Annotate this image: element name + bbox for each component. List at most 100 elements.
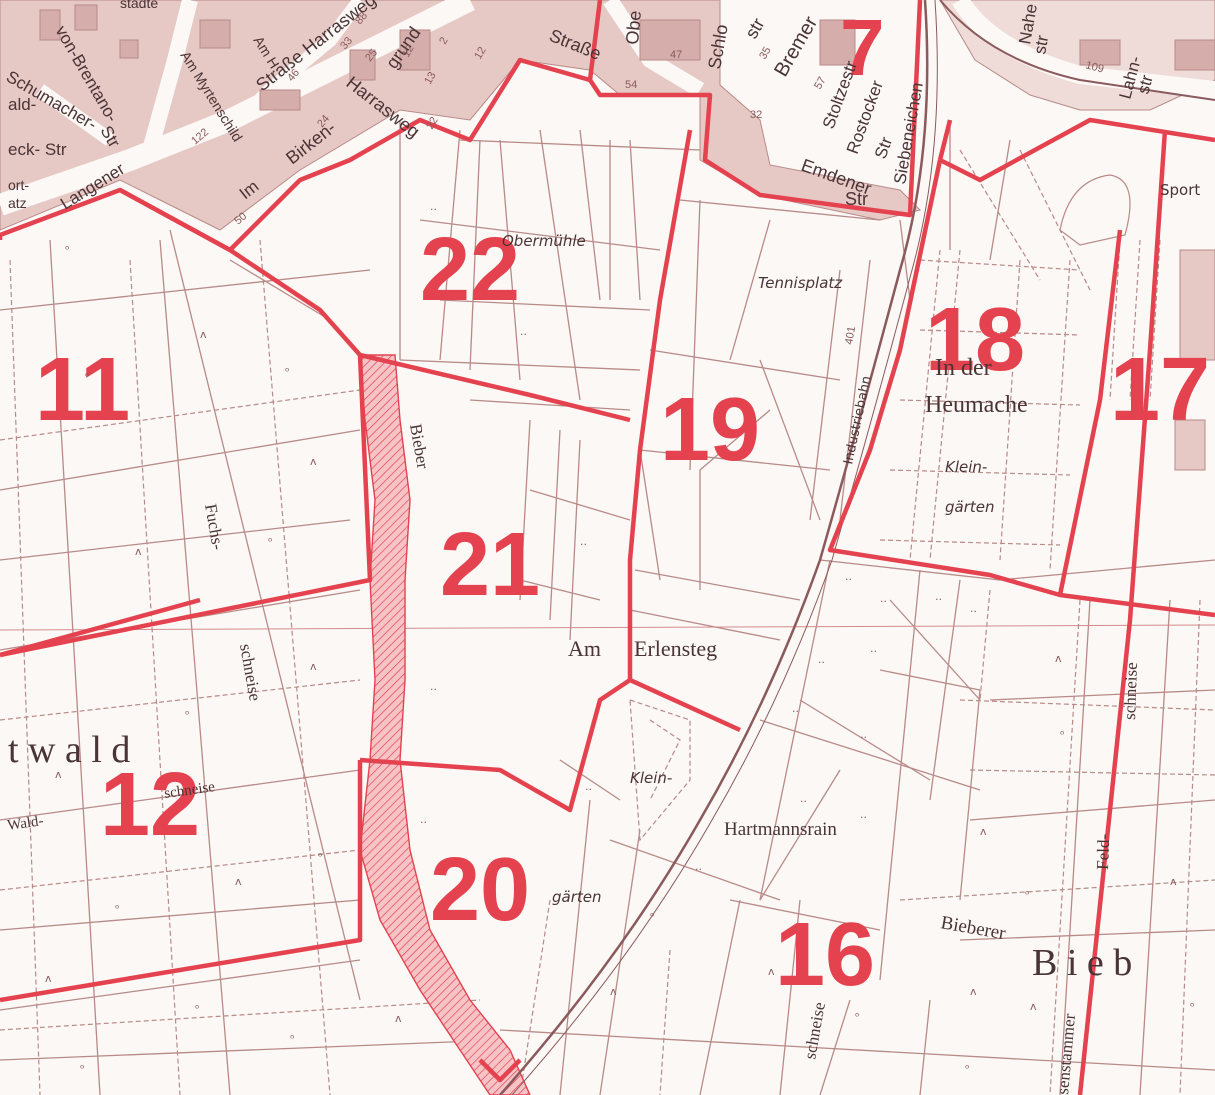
meadow-icon: ᵒ — [285, 365, 290, 378]
house-number: 401 — [843, 325, 858, 345]
label-tennisplatz: Tennisplatz — [758, 274, 843, 292]
label-senstammer: senstammer — [1053, 1012, 1079, 1095]
meadow-icon: ᵒ — [65, 243, 70, 256]
district-numbers: 11 12 16 17 18 19 20 21 22 7 — [35, 3, 1210, 1005]
street-atz: atz — [8, 195, 27, 211]
house-number: 47 — [670, 49, 682, 61]
dots-icon: .. — [880, 592, 887, 605]
dots-icon: .. — [585, 780, 592, 793]
label-schneise-bottom: schneise — [800, 1001, 829, 1061]
dots-icon: .. — [935, 590, 942, 603]
dots-icon: .. — [860, 808, 867, 821]
meadow-icon: ᵒ — [1190, 1000, 1195, 1013]
industriebahn-railway — [499, 0, 1215, 1095]
meadow-icon: ᵒ — [185, 708, 190, 721]
district-21: 21 — [440, 515, 540, 615]
forest-icon: ʌ — [980, 825, 987, 838]
forest-icon: ʌ — [45, 972, 52, 985]
meadow-icon: ᵒ — [290, 1032, 295, 1045]
land-use-symbols: ᵒ ʌ ᵒ ᵒ ʌ ʌ ᵒ ʌ ᵒ ʌ ᵒ ʌ ᵒ ʌ ᵒ ᵒ ʌ ᵒ ʌ ᵒ … — [45, 200, 1195, 1075]
meadow-icon: ᵒ — [650, 910, 655, 923]
district-20: 20 — [430, 840, 530, 940]
street-str-rost: Str — [871, 134, 896, 161]
street-eck-str: eck- Str — [8, 140, 67, 159]
street-str-emd: Str — [845, 189, 868, 209]
forest-icon: ʌ — [610, 985, 617, 998]
meadow-icon: ᵒ — [1060, 728, 1065, 741]
dots-icon: .. — [695, 860, 702, 873]
forest-icon: ʌ — [1030, 1000, 1037, 1013]
meadow-icon: ᵒ — [318, 850, 323, 863]
forest-icon: ʌ — [235, 875, 242, 888]
meadow-icon: ᵒ — [855, 1010, 860, 1023]
label-heumache: Heumache — [925, 392, 1028, 418]
bieber-river — [359, 354, 531, 1095]
district-16: 16 — [775, 905, 875, 1005]
allotment-paths — [0, 149, 1215, 1095]
house-number: 57 — [812, 75, 829, 92]
district-19: 19 — [660, 380, 760, 480]
house-number: 2 — [437, 35, 450, 46]
house-number: 22 — [424, 115, 441, 132]
meadow-icon: ᵒ — [1025, 888, 1030, 901]
label-erlensteg: Erlensteg — [634, 636, 717, 661]
house-number: 35 — [757, 45, 774, 62]
label-schneise-12: schneise — [163, 779, 216, 802]
label-gaerten-2: gärten — [552, 888, 602, 906]
street-str-lahn: str — [1134, 73, 1157, 96]
district-17: 17 — [1110, 340, 1210, 440]
forest-icon: ʌ — [310, 660, 317, 673]
label-sport: Sport — [1160, 181, 1200, 199]
forest-icon: ʌ — [1055, 652, 1062, 665]
forest-icon: ʌ — [768, 965, 775, 978]
forest-icon: ʌ — [55, 768, 62, 781]
forest-icon: ʌ — [135, 545, 142, 558]
label-in-der: In der — [935, 355, 992, 381]
label-obermuehle: Obermühle — [502, 232, 586, 250]
dots-icon: .. — [845, 570, 852, 583]
label-wald: Wald- — [6, 813, 44, 834]
label-hartmannsrain: Hartmannsrain — [724, 819, 837, 840]
dots-icon: .. — [520, 325, 527, 338]
parcel-lines — [0, 120, 1215, 1095]
house-number: 109 — [1084, 59, 1105, 75]
forest-icon: ʌ — [395, 1012, 402, 1025]
dots-icon: .. — [420, 813, 427, 826]
meadow-icon: ᵒ — [80, 1062, 85, 1075]
meadow-icon: ᵒ — [195, 1002, 200, 1015]
street-bremer: Bremer — [770, 12, 822, 80]
dots-icon: .. — [818, 653, 825, 666]
label-am: Am — [568, 636, 601, 661]
dots-icon: .. — [970, 602, 977, 615]
label-fuchs: Fuchs- — [201, 502, 228, 551]
label-bieb: B i e b — [1032, 942, 1132, 984]
district-22: 22 — [420, 220, 520, 320]
meadow-icon: ᵒ — [965, 1062, 970, 1075]
dots-icon: .. — [430, 200, 437, 213]
dots-icon: .. — [800, 792, 807, 805]
label-bieber-river: Bieber — [406, 422, 433, 470]
house-number: 12 — [472, 45, 489, 62]
label-klein-2: Klein- — [630, 769, 672, 787]
label-gaerten-1: gärten — [945, 498, 995, 516]
meadow-icon: ᵒ — [115, 902, 120, 915]
label-klein-1: Klein- — [945, 458, 987, 476]
district-12: 12 — [100, 755, 200, 855]
forest-icon: ʌ — [970, 985, 977, 998]
dots-icon: .. — [870, 642, 877, 655]
house-number: 54 — [625, 79, 637, 91]
district-18: 18 — [925, 290, 1025, 390]
street-stadte: städte — [120, 0, 158, 11]
label-feld: Feld- — [1093, 833, 1113, 870]
house-number: 32 — [750, 109, 762, 121]
house-number: 12 — [400, 43, 417, 60]
dots-icon: .. — [430, 680, 437, 693]
built-up-area — [0, 0, 1215, 231]
meadow-icon: ᵒ — [85, 370, 90, 383]
dots-icon: .. — [860, 728, 867, 741]
meadow-icon: ᵒ — [268, 535, 273, 548]
house-number: 13 — [422, 70, 439, 87]
